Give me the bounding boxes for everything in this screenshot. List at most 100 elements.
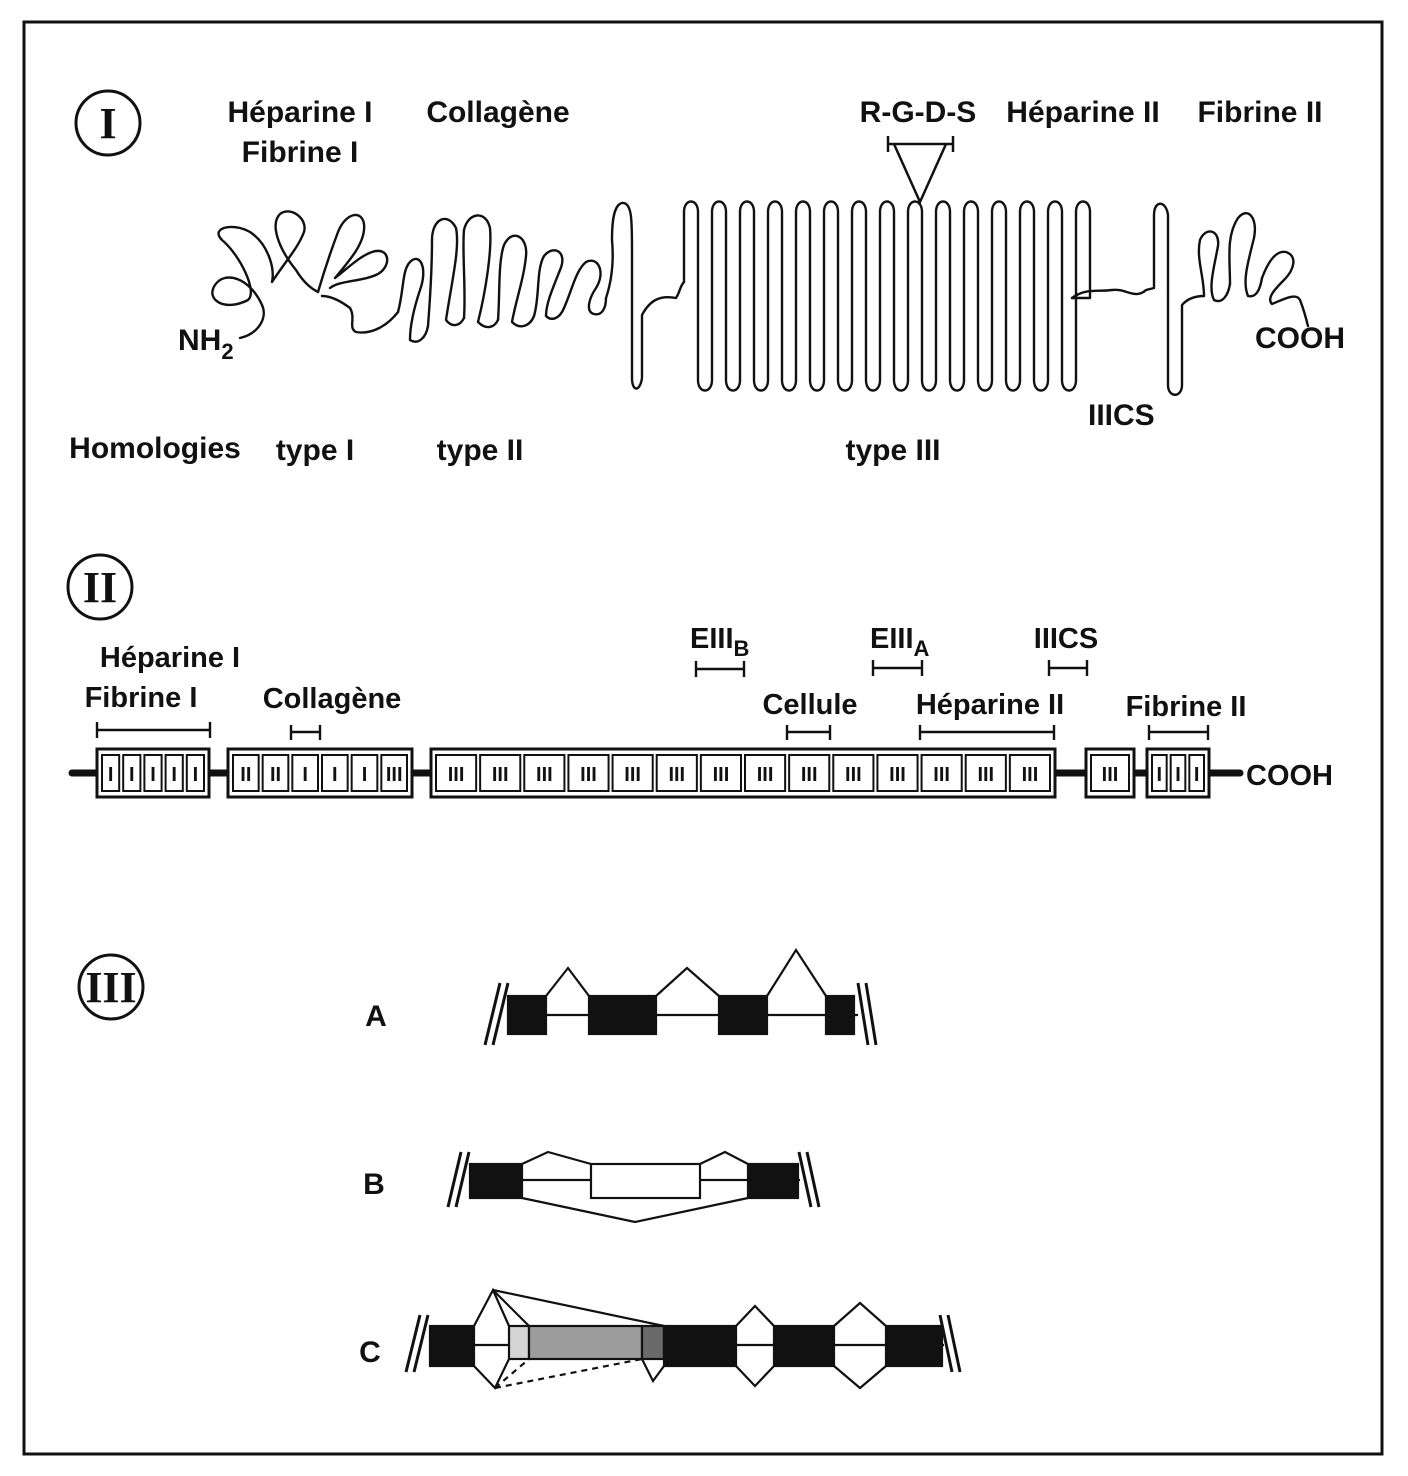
cellule-label: Cellule — [762, 689, 857, 721]
module-type-1 — [350, 754, 379, 792]
splice-pattern-a — [483, 947, 878, 1046]
module-type-3 — [479, 754, 522, 792]
panel-1: I Héparine I Fibrine I Collagène R-G-D-S… — [69, 89, 1345, 467]
module-type-3 — [380, 754, 409, 792]
module-label: III — [536, 764, 553, 786]
module-label: III — [668, 764, 685, 786]
module-type-3 — [1090, 754, 1130, 792]
module-type-3 — [1008, 754, 1051, 792]
module-label: III — [492, 764, 509, 786]
module-type-3 — [832, 754, 875, 792]
module-label: III — [448, 764, 465, 786]
module-label: I — [129, 764, 135, 786]
homology-type-3: type III — [845, 434, 940, 467]
module-type-3 — [876, 754, 919, 792]
module-type-1 — [1151, 754, 1168, 792]
panel-1-badge — [74, 89, 142, 157]
module-label: III — [1102, 764, 1119, 786]
exon-b-1 — [468, 1162, 524, 1200]
module-label: III — [933, 764, 950, 786]
panel-1-numeral: I — [99, 99, 116, 148]
module-label: I — [332, 764, 338, 786]
iiics-label-1: IIICS — [1088, 399, 1155, 432]
module-type-1 — [143, 754, 163, 792]
rgds-marker — [886, 136, 955, 206]
module-label: I — [1175, 764, 1181, 786]
module-type-1 — [122, 754, 142, 792]
exon-c-3 — [772, 1324, 836, 1368]
module-type-1 — [1188, 754, 1206, 792]
panel-3-badge — [77, 953, 145, 1021]
heparine-1-label: Héparine I — [227, 96, 372, 129]
module-type-2 — [261, 754, 290, 792]
module-type-3 — [655, 754, 698, 792]
heparine-1-label-2: Héparine I — [100, 642, 240, 674]
module-type-3 — [788, 754, 831, 792]
module-label: I — [171, 764, 177, 786]
row-b-label: B — [363, 1168, 385, 1201]
exon-a-3 — [717, 994, 769, 1036]
domain-brackets — [95, 660, 1210, 740]
fibrine-1-label-2: Fibrine I — [85, 682, 198, 714]
exon-b-2 — [746, 1162, 800, 1200]
module-label: III — [889, 764, 906, 786]
fibrine-2-label: Fibrine II — [1197, 96, 1322, 129]
exon-c-4 — [884, 1324, 944, 1368]
collagene-label: Collagène — [426, 96, 569, 129]
module-label: I — [362, 764, 368, 786]
module-label: I — [302, 764, 308, 786]
exon-c-alt — [527, 1324, 644, 1361]
exon-c-2 — [662, 1324, 738, 1368]
cooh-label-1: COOH — [1255, 322, 1345, 355]
module-type-3 — [567, 754, 610, 792]
module-label: III — [624, 764, 641, 786]
exon-a-1 — [506, 994, 548, 1036]
exon-b-alt — [589, 1162, 702, 1200]
collagene-label-2: Collagène — [263, 683, 402, 715]
module-type-2 — [232, 754, 260, 792]
module-label: III — [386, 764, 403, 786]
panel-2: II Héparine I Fibrine I Collagène EIIIB … — [66, 553, 1333, 799]
row-c-label: C — [359, 1336, 381, 1369]
exon-a-4 — [824, 994, 856, 1036]
heparine-2-label: Héparine II — [1006, 96, 1159, 129]
module-label: III — [580, 764, 597, 786]
exon-c-alt-light — [507, 1324, 531, 1361]
homologies-title: Homologies — [69, 432, 241, 465]
module-type-3 — [523, 754, 566, 792]
module-type-3 — [611, 754, 654, 792]
splice-pattern-b — [446, 1150, 821, 1224]
row-a-label: A — [365, 1000, 387, 1033]
splice-pattern-c — [404, 1287, 962, 1390]
panel-2-numeral: II — [83, 563, 117, 612]
heparine-2-label-2: Héparine II — [916, 689, 1064, 721]
fibrine-1-label: Fibrine I — [242, 136, 359, 169]
rgds-label: R-G-D-S — [860, 96, 977, 129]
module-label: I — [1194, 764, 1200, 786]
homology-type-2: type II — [437, 434, 524, 467]
iiics-label-2: IIICS — [1034, 623, 1098, 655]
module-type-1 — [291, 754, 320, 792]
panel-3: III A B C — [77, 947, 962, 1390]
homology-type-1: type I — [276, 434, 354, 467]
exon-c-1 — [428, 1324, 476, 1368]
panel-2-badge — [66, 553, 134, 621]
module-label: II — [240, 764, 251, 786]
module-type-1 — [164, 754, 184, 792]
module-group-4: III — [1084, 747, 1136, 799]
module-label: III — [1022, 764, 1039, 786]
module-type-1 — [1169, 754, 1187, 792]
module-type-3 — [744, 754, 787, 792]
fibrine-2-label-2: Fibrine II — [1126, 691, 1247, 723]
module-label: III — [713, 764, 730, 786]
eiiia-label: EIIIA — [870, 623, 930, 661]
module-label: I — [108, 764, 114, 786]
module-type-3 — [699, 754, 742, 792]
module-type-1 — [185, 754, 206, 792]
